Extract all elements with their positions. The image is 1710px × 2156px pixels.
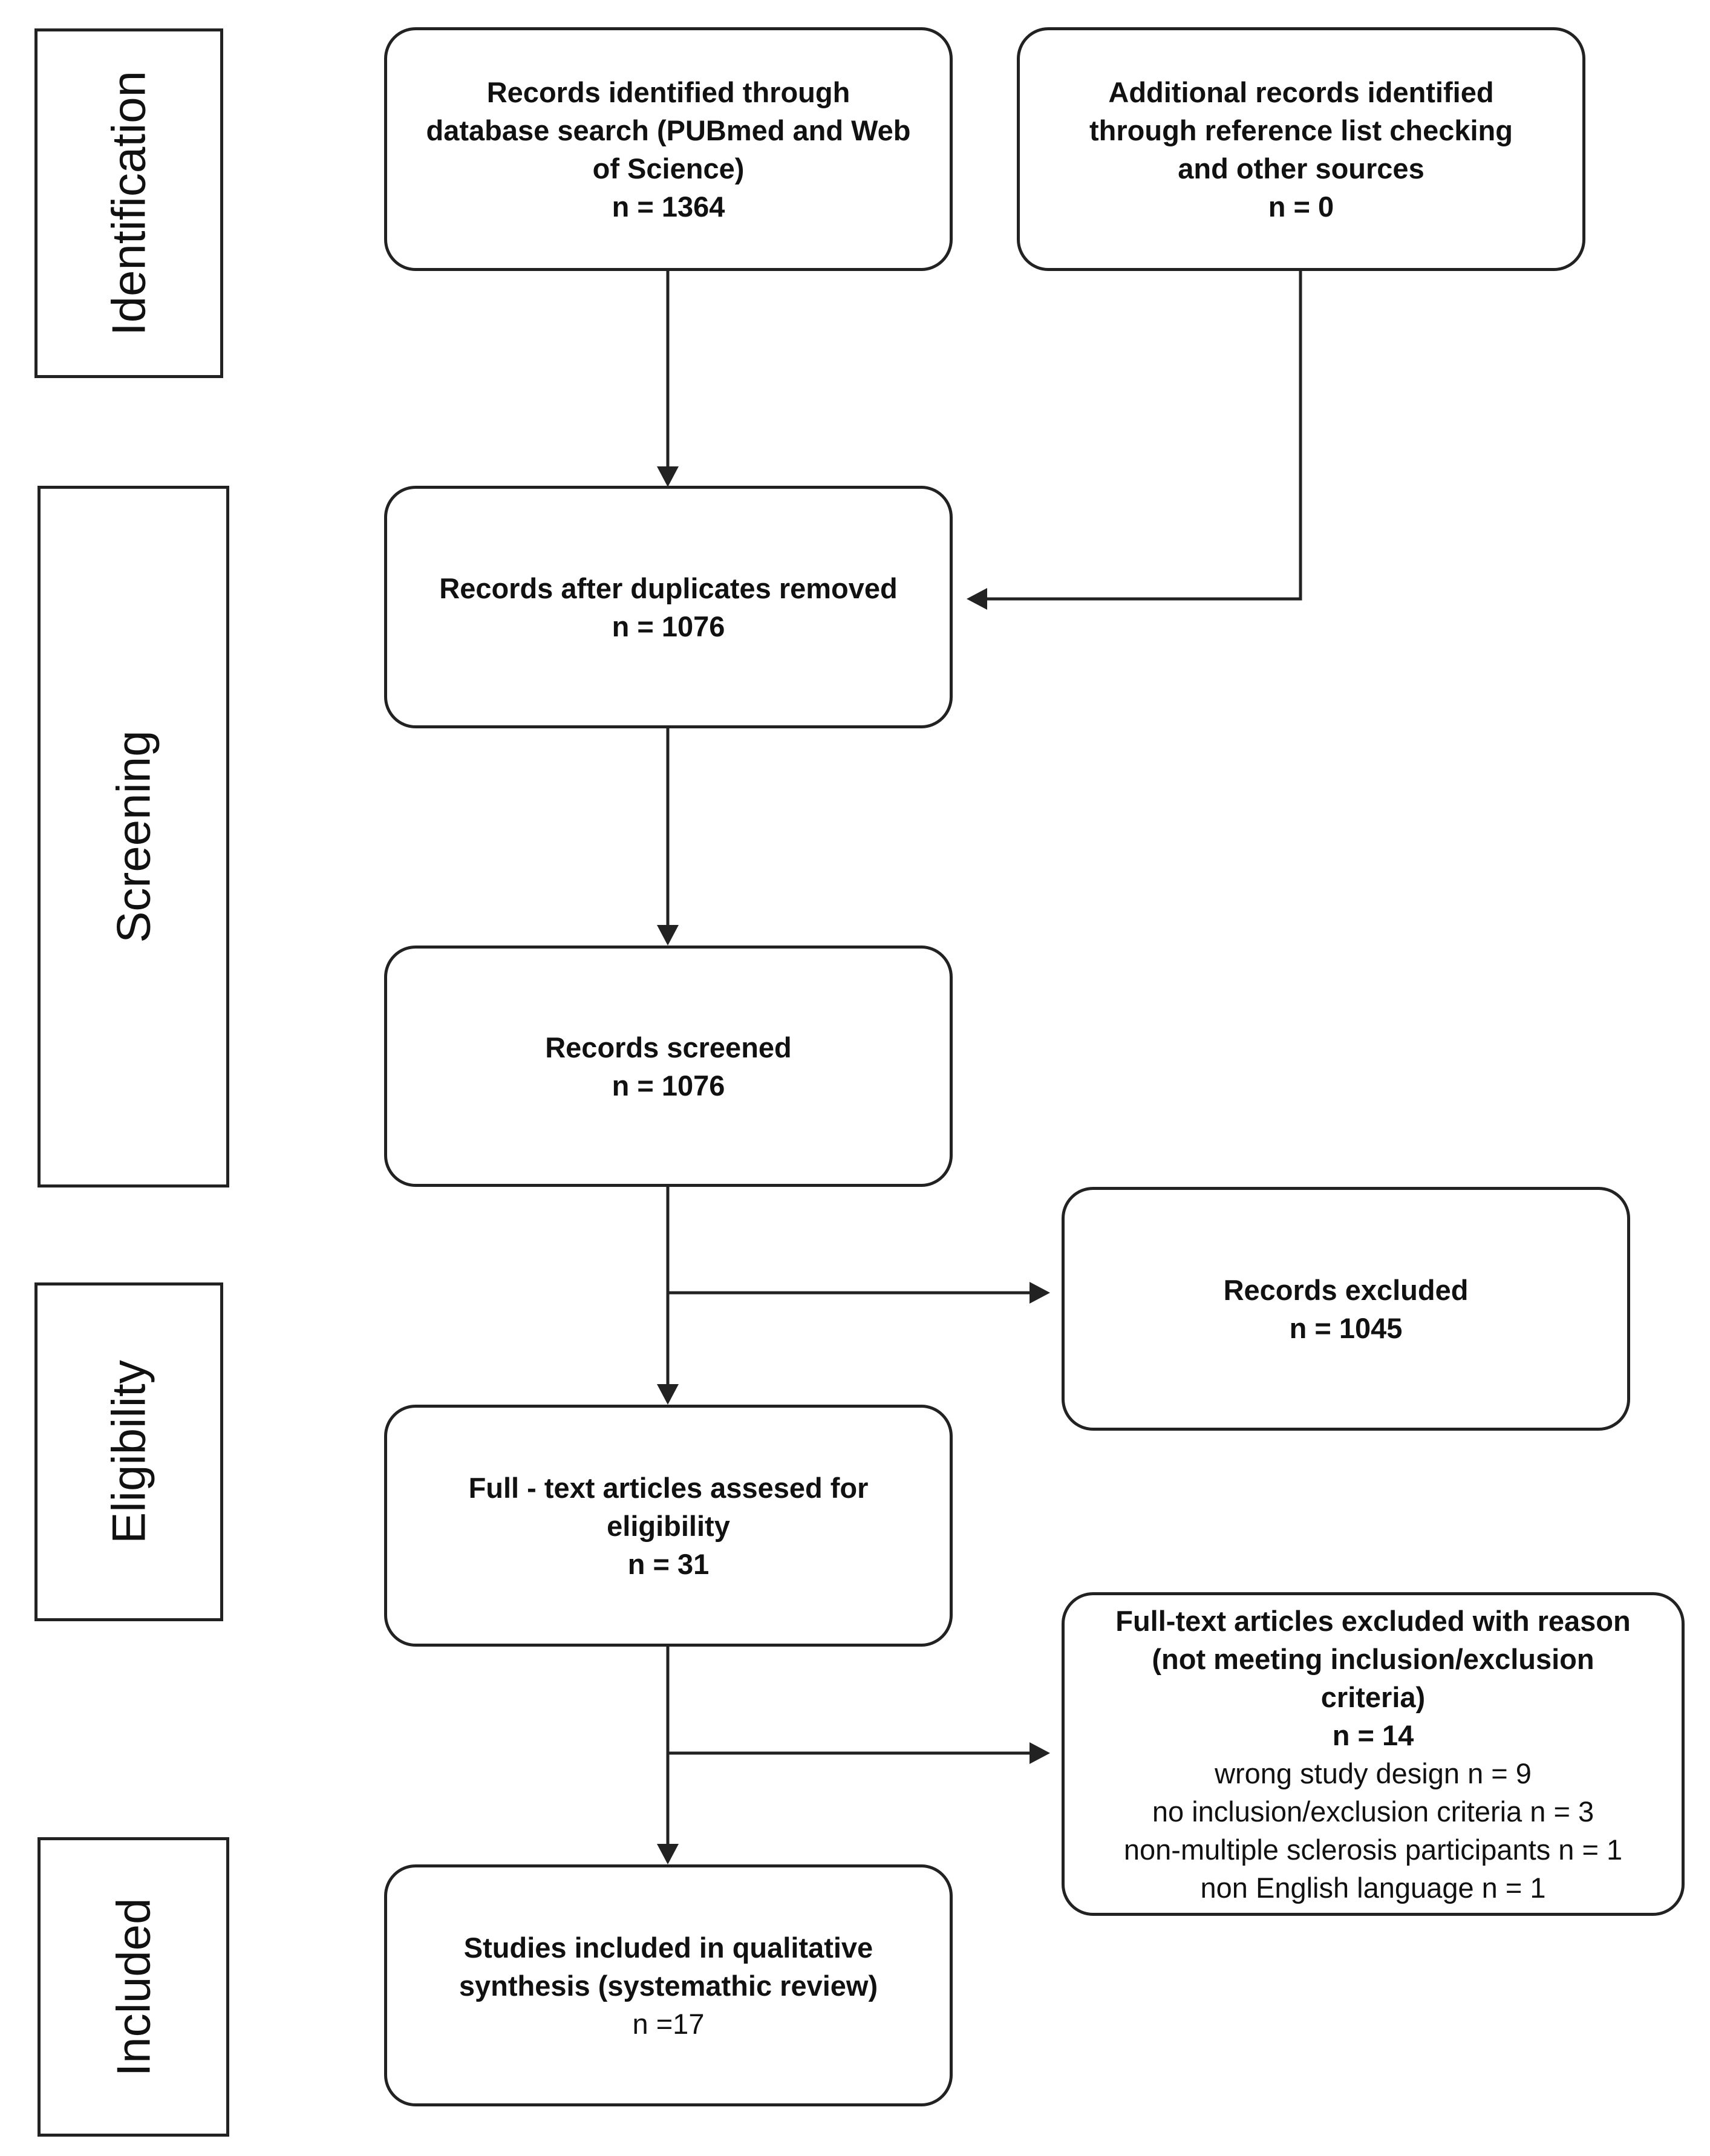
box-count: n = 1076 — [612, 610, 725, 642]
box-text-line: synthesis (systemathic review) — [459, 1969, 878, 2002]
arrowhead-down — [657, 1384, 679, 1405]
box-records-excluded: Records excluded n = 1045 — [1062, 1187, 1630, 1431]
box-text-line: Studies included in qualitative — [463, 1931, 873, 1964]
exclusion-reason: no inclusion/exclusion criteria n = 3 — [1152, 1795, 1594, 1828]
arrowhead-down — [657, 1844, 679, 1864]
box-text-line: database search (PUBmed and Web — [426, 114, 911, 146]
box-full-text-excluded: Full-text articles excluded with reason … — [1062, 1592, 1685, 1916]
box-count: n = 1364 — [612, 190, 725, 223]
stage-included: Included — [38, 1837, 229, 2137]
box-count: n = 14 — [1332, 1719, 1414, 1751]
stage-screening: Screening — [38, 486, 229, 1187]
box-count: n = 31 — [627, 1547, 710, 1580]
stage-eligibility: Eligibility — [34, 1282, 223, 1621]
box-duplicates-removed: Records after duplicates removed n = 107… — [384, 486, 953, 728]
stage-label: Included — [106, 1898, 160, 2076]
box-count: n =17 — [632, 2007, 705, 2040]
stage-identification: Identification — [34, 28, 223, 378]
box-text-line: Additional records identified — [1108, 76, 1494, 108]
arrow-additional-to-duplicates — [985, 271, 1302, 601]
arrowhead-right — [1030, 1282, 1050, 1304]
box-text-line: Records screened — [545, 1031, 792, 1063]
exclusion-reason: wrong study design n = 9 — [1215, 1757, 1532, 1789]
box-studies-included: Studies included in qualitative synthesi… — [384, 1864, 953, 2106]
box-text-line: of Science) — [592, 152, 745, 185]
box-database-search: Records identified through database sear… — [384, 27, 953, 271]
stage-label: Eligibility — [102, 1360, 155, 1544]
arrowhead-down — [657, 925, 679, 946]
box-text-line: through reference list checking — [1089, 114, 1513, 146]
stage-label: Identification — [102, 71, 155, 336]
box-text-line: (not meeting inclusion/exclusion — [1152, 1642, 1594, 1675]
box-text-line: Full-text articles excluded with reason — [1115, 1604, 1631, 1637]
box-records-screened: Records screened n = 1076 — [384, 946, 953, 1187]
exclusion-reason: non English language n = 1 — [1200, 1871, 1546, 1904]
box-text-line: Records excluded — [1223, 1273, 1469, 1306]
box-full-text-assessed: Full - text articles assesed for eligibi… — [384, 1405, 953, 1647]
arrowhead-down — [657, 466, 679, 487]
box-text-line: Full - text articles assesed for — [468, 1471, 869, 1504]
box-text-line: Records after duplicates removed — [439, 572, 898, 604]
arrowhead-right — [1030, 1742, 1050, 1764]
box-additional-records: Additional records identified through re… — [1017, 27, 1585, 271]
box-text-line: eligibility — [607, 1509, 730, 1542]
exclusion-reason: non-multiple sclerosis participants n = … — [1123, 1833, 1623, 1866]
box-count: n = 1076 — [612, 1069, 725, 1102]
stage-label: Screening — [106, 730, 160, 943]
box-text-line: and other sources — [1178, 152, 1424, 185]
box-text-line: Records identified through — [486, 76, 850, 108]
box-count: n = 0 — [1268, 190, 1334, 223]
box-text-line: criteria) — [1320, 1681, 1426, 1713]
box-count: n = 1045 — [1289, 1312, 1403, 1344]
arrowhead-left — [967, 588, 987, 610]
